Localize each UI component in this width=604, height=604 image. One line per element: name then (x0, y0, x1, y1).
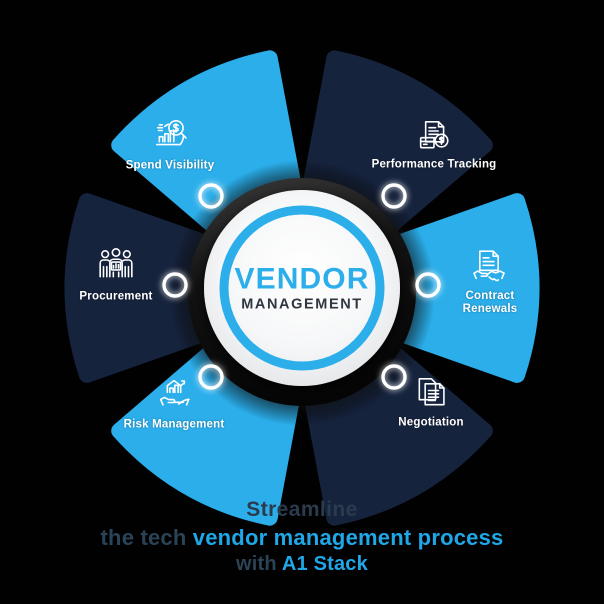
caption-line-2-highlight: vendor management process (192, 525, 504, 551)
contract-handshake-icon (469, 247, 509, 287)
stacked-documents-icon (411, 373, 451, 413)
hand-chart-icon (154, 374, 194, 414)
connector-node-procurement (162, 272, 188, 298)
connector-node-contract-renewals (415, 272, 441, 298)
center-ring (219, 205, 385, 371)
connector-node-performance-tracking (381, 183, 407, 209)
caption-line-3-highlight: A1 Stack (281, 553, 368, 576)
connector-node-group (162, 183, 441, 390)
petal-group (64, 50, 540, 526)
center-disc (204, 190, 400, 386)
connector-node-risk-management (198, 364, 224, 390)
magnifier-dollar-chart-icon (151, 115, 191, 155)
caption-line-1: Streamline (246, 498, 358, 522)
report-document-icon (414, 116, 454, 156)
caption-line-2: the tech vendor management process (0, 524, 604, 552)
caption-block: Streamline the tech vendor management pr… (0, 497, 604, 578)
caption-line-2-dim: the tech (100, 525, 193, 551)
caption-line-3: with A1 Stack (0, 552, 604, 578)
team-people-chart-icon (96, 245, 136, 285)
connector-node-spend-visibility (198, 183, 224, 209)
caption-line-3-dim: with (236, 553, 282, 576)
connector-node-negotiation (381, 364, 407, 390)
